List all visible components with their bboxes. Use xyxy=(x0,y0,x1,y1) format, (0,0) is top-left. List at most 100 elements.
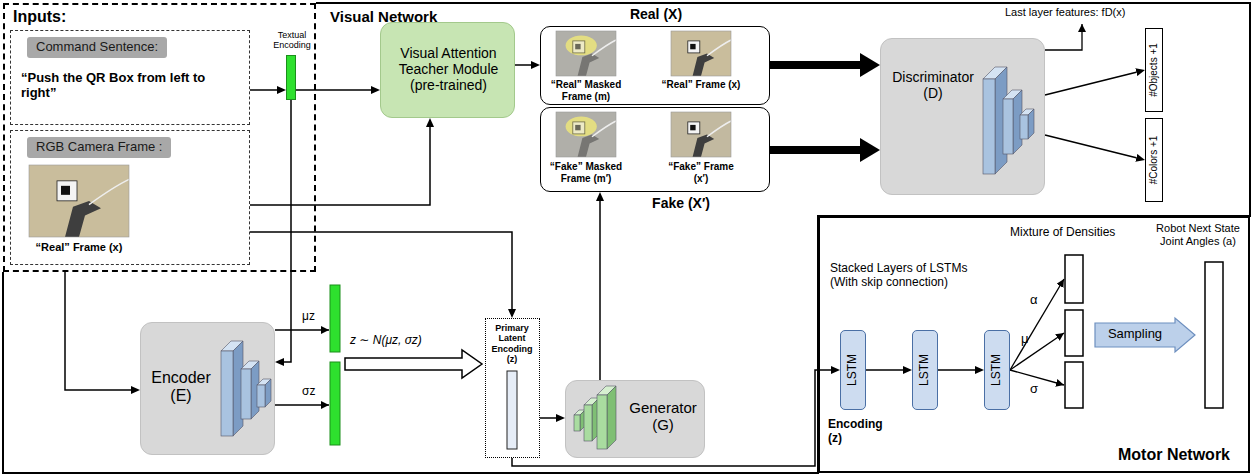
output-label: Robot Next State Joint Angles (a) xyxy=(1150,222,1246,247)
frame-border xyxy=(556,31,616,76)
node-text: “Push the QR Box from left to right” xyxy=(21,71,236,101)
camera-frame xyxy=(29,165,129,237)
block-top xyxy=(584,398,599,405)
node-text: Visual Attention Teacher Module (pre-tra… xyxy=(385,45,512,93)
input-panel: Inputs: Command Sentence: “Push the QR Box… xyxy=(3,3,316,272)
robot-arm xyxy=(578,54,600,77)
node-text: “Real” Frame (x) xyxy=(661,79,741,91)
block-front xyxy=(241,369,251,419)
node-text: Fake (X′) xyxy=(641,195,721,211)
cable xyxy=(89,179,129,204)
block-arrow-shape xyxy=(1095,318,1195,352)
frame-group: “Fake” Masked Frame (m′)“Fake” Frame (x′… xyxy=(540,107,770,192)
math-label: α xyxy=(1030,293,1038,308)
node-text: “Real” Masked Frame (m) xyxy=(546,79,626,102)
sigma-out-bar xyxy=(1065,362,1083,408)
lstm-cell: LSTM xyxy=(840,330,866,410)
process-box: Visual Attention Teacher Module (pre-tra… xyxy=(380,22,515,118)
camera-frame xyxy=(556,112,616,157)
output-vector: #Objects +1 xyxy=(1145,28,1163,112)
latent-vector xyxy=(507,371,517,449)
math-label: z ∼ N(μz, σz) xyxy=(350,334,422,348)
cable xyxy=(592,40,616,56)
block-top xyxy=(1020,109,1034,115)
node-text: Visual Network xyxy=(330,8,437,25)
mu-bar xyxy=(1065,310,1083,356)
node-text: Sampling xyxy=(1095,327,1175,342)
block-front xyxy=(257,385,265,407)
node-text: #Colors +1 xyxy=(1148,136,1160,185)
cable xyxy=(707,121,731,137)
flow-arrow xyxy=(250,127,430,205)
qr-code xyxy=(690,44,695,49)
flow-arrow xyxy=(515,64,531,66)
network-block: Generator (G) xyxy=(565,380,705,458)
math-label: σz xyxy=(302,385,315,399)
math-label: σ xyxy=(1030,382,1038,397)
block-front xyxy=(221,351,233,436)
section-label: Stacked Layers of LSTMs (With skip conne… xyxy=(830,262,975,290)
illustration xyxy=(541,27,769,104)
block-top xyxy=(1003,90,1022,99)
camera-frame xyxy=(556,31,616,76)
frame-border xyxy=(29,165,129,237)
qr-box xyxy=(688,122,700,134)
section-tag: Command Sentence: xyxy=(27,37,167,58)
output-vector: #Colors +1 xyxy=(1145,118,1163,202)
camera-frame xyxy=(671,31,731,76)
flow-arrow xyxy=(866,369,903,371)
visual-network-outline xyxy=(3,3,1250,473)
node-text: Motor Network xyxy=(1118,446,1246,464)
section-label: Mixture of Densities xyxy=(1010,226,1115,240)
math-label: μz xyxy=(302,310,315,324)
block-top xyxy=(241,361,259,369)
block-front xyxy=(1020,115,1028,139)
encoding-bar: Textual Encoding xyxy=(286,55,296,100)
block-front xyxy=(597,395,607,449)
network-region: Motor Network LSTM LSTM LSTM Sampling xyxy=(818,216,1250,473)
attention-blob xyxy=(566,117,597,137)
block-side xyxy=(592,398,599,441)
flow-arrow xyxy=(1045,135,1136,158)
qr-box xyxy=(573,41,585,53)
block-front xyxy=(983,79,995,174)
frame-border xyxy=(556,112,616,157)
node-text: Inputs: xyxy=(13,8,66,26)
flow-arrow xyxy=(65,272,131,390)
cable xyxy=(707,40,731,56)
node-text: LSTM xyxy=(990,354,1004,386)
mu-link xyxy=(1010,333,1064,370)
frame-border xyxy=(671,112,731,157)
network-block: Discriminator (D) xyxy=(880,38,1045,195)
feature-label: Last layer features: fD(x) xyxy=(1005,6,1125,19)
qr-code xyxy=(575,44,580,49)
block-side xyxy=(607,386,616,449)
thick-arrow xyxy=(770,61,860,69)
node-text: Encoder (E) xyxy=(145,369,217,406)
block-side xyxy=(580,410,585,431)
network-block: Encoder (E) xyxy=(140,322,275,455)
block-side xyxy=(995,67,1007,174)
sigma-link xyxy=(275,404,329,406)
qr-code xyxy=(61,186,70,195)
node-text: Discriminator (D) xyxy=(885,69,981,101)
illustration xyxy=(11,131,249,264)
lstm-cell: LSTM xyxy=(984,330,1010,410)
block-front xyxy=(584,405,592,441)
flow-arrow xyxy=(540,417,556,419)
mean-link xyxy=(275,329,329,331)
node-text: Generator (G) xyxy=(624,399,702,434)
math-label: μ xyxy=(1021,332,1029,347)
qr-code xyxy=(690,125,695,130)
mean-bar xyxy=(330,285,340,352)
lstm-cell: LSTM xyxy=(912,330,938,410)
node-text: “Real” Frame (x) xyxy=(19,241,139,254)
latent-box: Primary Latent Encoding (z) xyxy=(485,318,540,458)
block-side xyxy=(1028,109,1034,139)
illustration xyxy=(1095,318,1195,352)
block-side xyxy=(265,379,271,407)
flow-arrow xyxy=(250,89,277,91)
robot-arm xyxy=(65,201,101,237)
block-front xyxy=(1003,99,1013,154)
